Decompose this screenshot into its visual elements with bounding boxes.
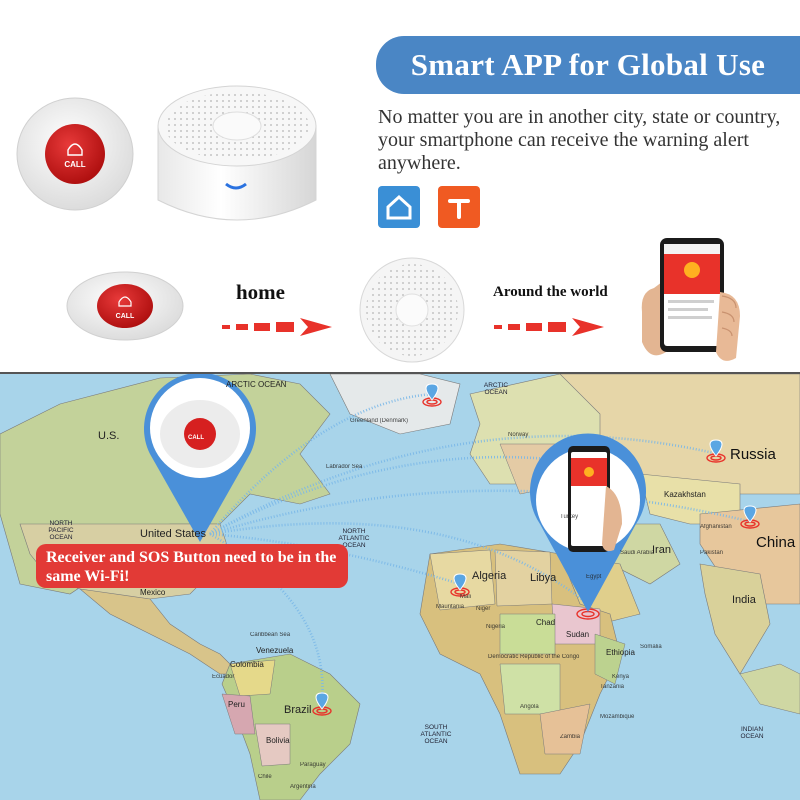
country-chad: Chad <box>536 618 556 627</box>
country-us-short: U.S. <box>98 430 120 442</box>
tuya-t-icon <box>438 186 480 228</box>
wifi-requirement-note: Receiver and SOS Button need to be in th… <box>36 544 348 588</box>
map-label-mauritania: Mauritania <box>436 604 465 610</box>
world-map: CALL ARCTIC OCEAN ARCTIC OCEAN U.S. Unit… <box>0 374 800 800</box>
map-call-label: CALL <box>188 435 204 441</box>
map-label-saudi-arabia: Saudi Arabia <box>620 550 655 556</box>
smart-home-icon <box>378 186 420 228</box>
pin-label-russia: Russia <box>730 446 776 463</box>
map-label-pakistan: Pakistan <box>700 550 724 556</box>
label-north-pacific: NORTH PACIFIC OCEAN <box>48 520 74 541</box>
map-label-tanzania: Tanzania <box>600 684 625 690</box>
map-label-mozambique: Mozambique <box>600 714 635 720</box>
map-label-ecuador: Ecuador <box>212 674 235 680</box>
map-label-greenland-denmark-: Greenland (Denmark) <box>350 418 409 424</box>
country-colombia: Colombia <box>230 660 264 669</box>
country-united-states: United States <box>140 528 207 540</box>
receiver-device-top-view <box>358 256 466 364</box>
call-label-small: CALL <box>116 313 135 320</box>
receiver-device <box>154 80 320 228</box>
map-label-zambia: Zambia <box>560 734 581 740</box>
pin-label-china: China <box>756 534 796 551</box>
country-libya: Libya <box>530 572 557 584</box>
section-divider <box>0 372 800 374</box>
map-label-kenya: Kenya <box>612 674 630 680</box>
sos-button-device: CALL <box>14 92 136 214</box>
country-bolivia: Bolivia <box>266 736 290 745</box>
dashed-arrow-icon-2 <box>494 316 606 343</box>
country-india: India <box>732 594 756 606</box>
label-north-atlantic: NORTH ATLANTIC OCEAN <box>338 528 370 549</box>
country-sudan: Sudan <box>566 630 590 639</box>
banner-title: Smart APP for Global Use <box>376 36 800 94</box>
map-label-labrador-sea: Labrador Sea <box>326 464 363 470</box>
map-label-turkey: Turkey <box>560 514 579 520</box>
sos-button-device-small: CALL <box>64 266 186 342</box>
world-label: Around the world <box>493 284 608 300</box>
country-kazakhstan: Kazakhstan <box>664 490 706 499</box>
label-south-atlantic: SOUTH ATLANTIC OCEAN <box>420 724 452 745</box>
map-label-somalia: Somalia <box>640 644 662 650</box>
call-label: CALL <box>64 160 85 169</box>
country-venezuela: Venezuela <box>256 646 294 655</box>
map-label-norway: Norway <box>508 432 529 438</box>
label-arctic-right: ARCTIC OCEAN <box>483 382 509 396</box>
dashed-arrow-icon <box>222 316 334 343</box>
country-mexico: Mexico <box>140 588 166 597</box>
map-label-argentina: Argentina <box>290 784 316 790</box>
country-ethiopia: Ethiopia <box>606 648 635 657</box>
country-peru: Peru <box>228 700 245 709</box>
map-label-afghanistan: Afghanistan <box>700 524 732 530</box>
map-label-niger: Niger <box>476 606 491 612</box>
map-label-chile: Chile <box>258 774 272 780</box>
label-indian-ocean: INDIAN OCEAN <box>740 726 764 740</box>
map-label-egypt: Egypt <box>586 574 602 580</box>
country-iran: Iran <box>652 544 671 556</box>
map-label-nigeria: Nigeria <box>486 624 506 630</box>
country-brazil: Brazil <box>284 704 312 716</box>
home-label: home <box>236 280 285 304</box>
map-label-angola: Angola <box>520 704 539 710</box>
label-arctic-left: ARCTIC OCEAN <box>226 380 287 389</box>
country-algeria: Algeria <box>472 570 507 582</box>
map-label-paraguay: Paraguay <box>300 762 326 768</box>
smartphone-in-hand <box>636 232 748 368</box>
map-label-caribbean-sea: Caribbean Sea <box>250 632 291 638</box>
tagline-text: No matter you are in another city, state… <box>378 106 781 174</box>
map-label-democratic-republic-of-the-congo: Democratic Republic of the Congo <box>488 654 580 660</box>
map-label-mali: Mali <box>460 594 472 600</box>
